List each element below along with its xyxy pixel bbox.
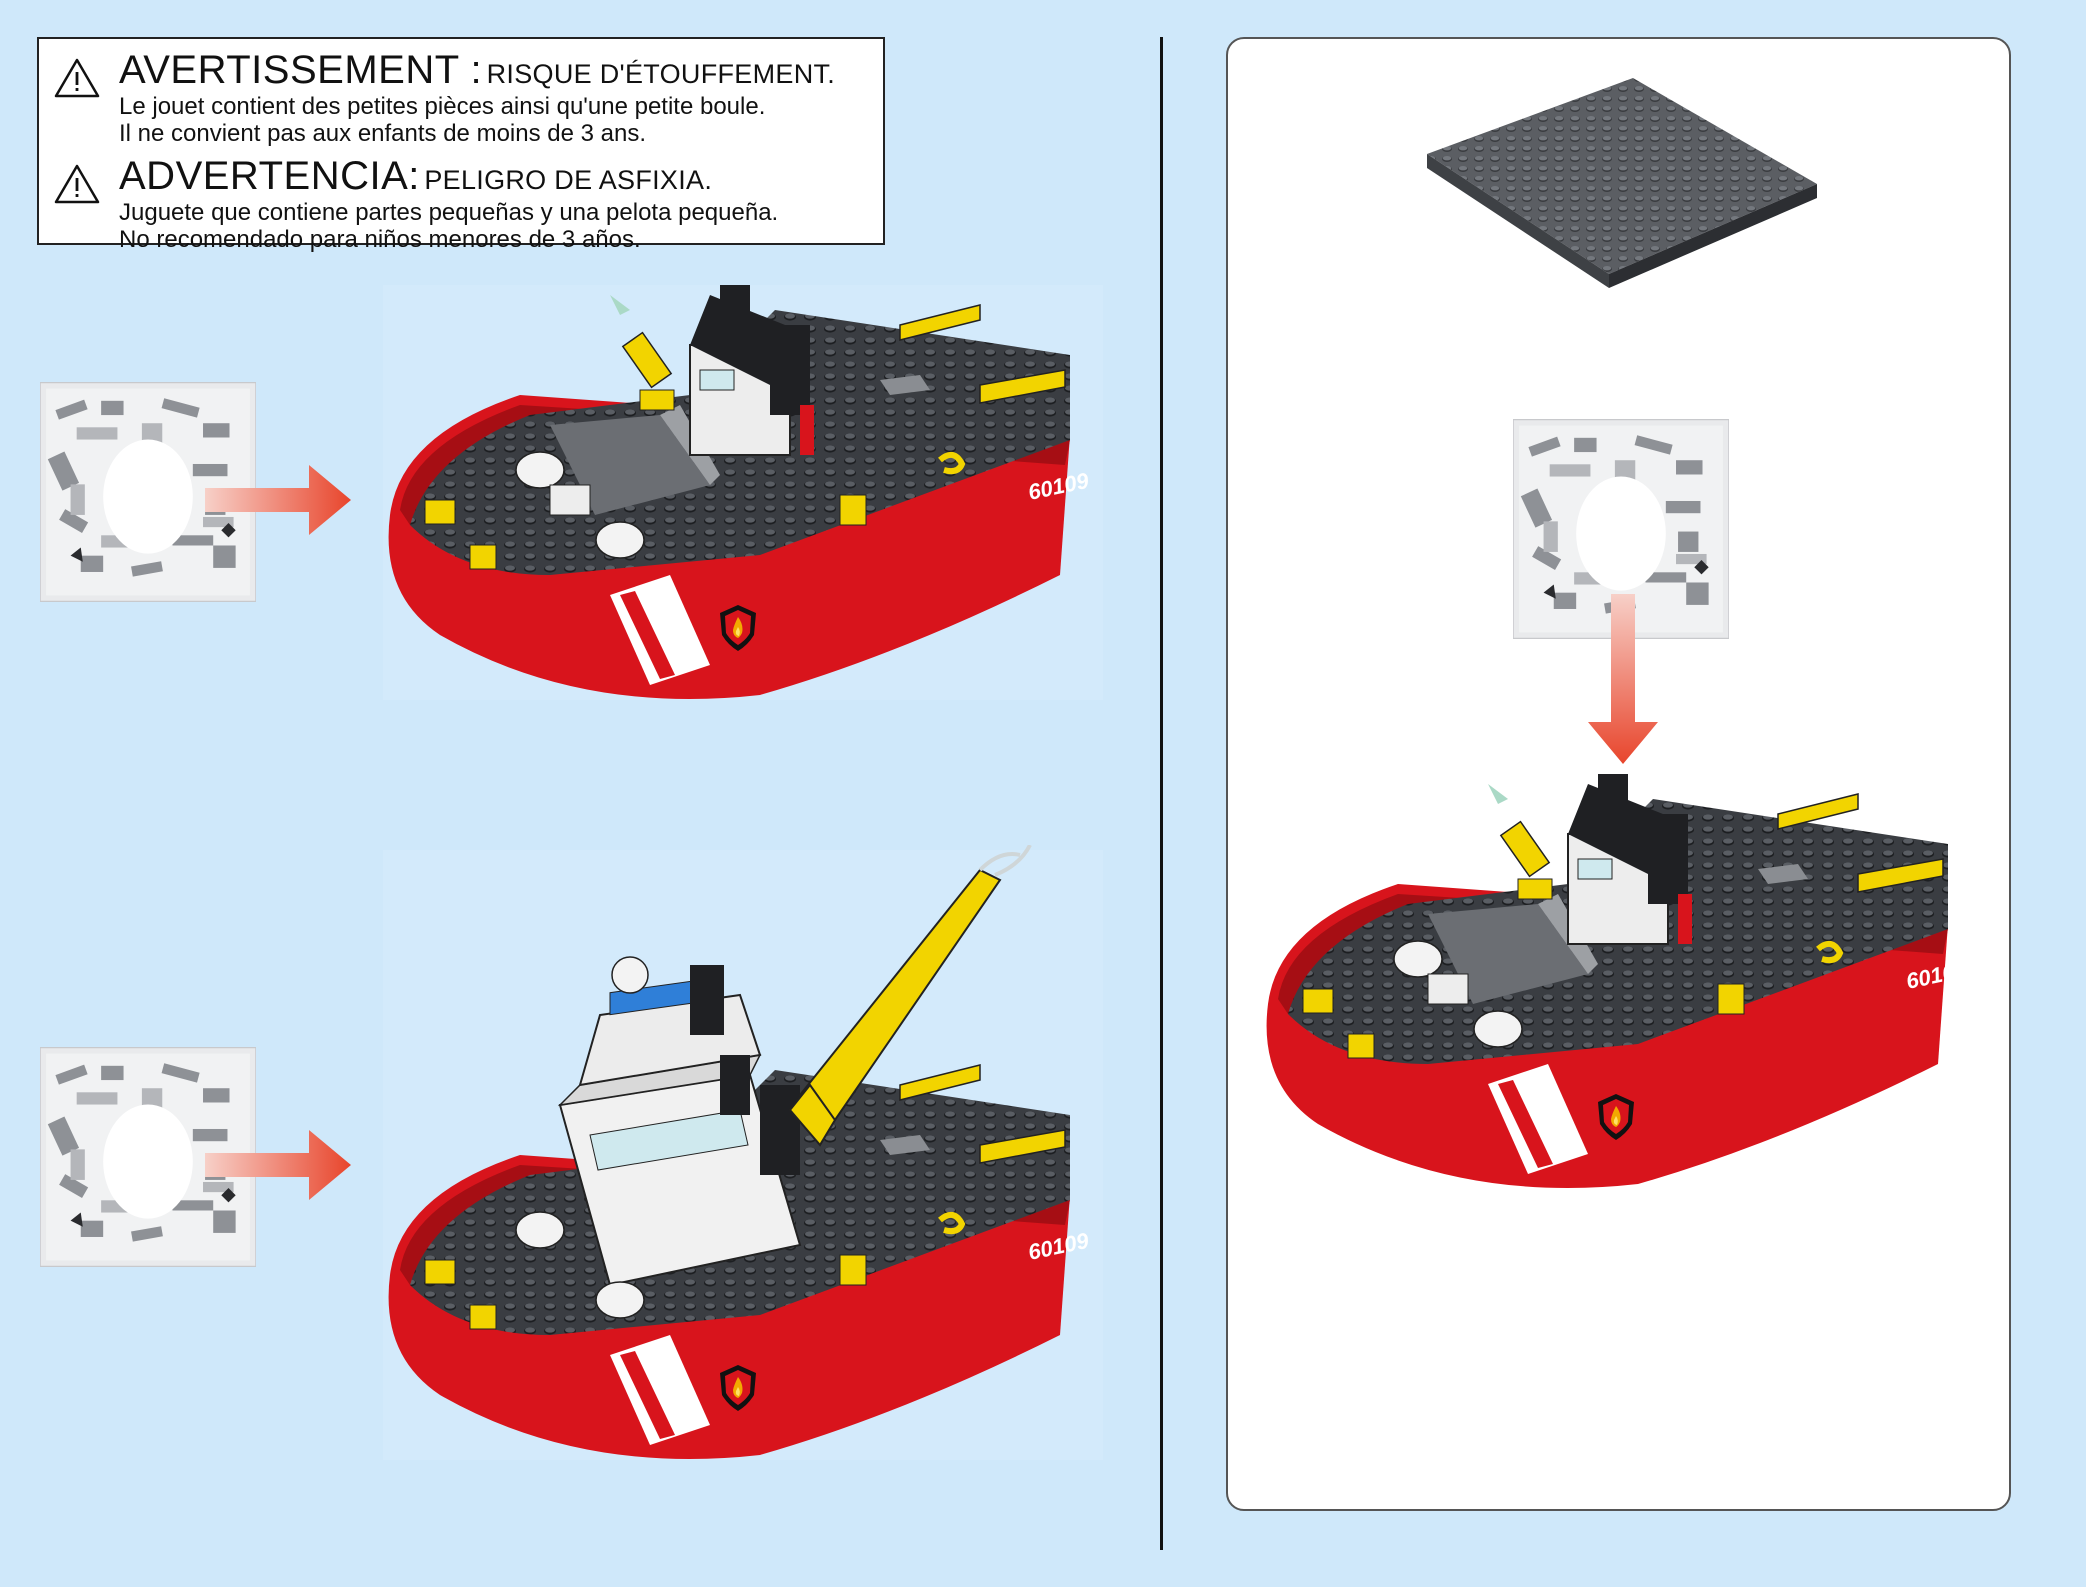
arrow-down-icon <box>1588 594 1658 764</box>
warning-fr: AVERTISSEMENT : RISQUE D'ÉTOUFFEMENT. Le… <box>53 47 869 147</box>
warning-fr-subtitle: RISQUE D'ÉTOUFFEMENT. <box>486 59 836 89</box>
warning-triangle-icon <box>54 164 100 204</box>
warning-es-line2: No recomendado para niños menores de 3 a… <box>119 226 641 253</box>
warning-es: ADVERTENCIA: PELIGRO DE ASFIXIA. Juguete… <box>53 153 869 253</box>
warning-es-title: ADVERTENCIA: <box>119 154 420 198</box>
warning-es-heading: ADVERTENCIA: PELIGRO DE ASFIXIA. <box>119 153 869 199</box>
warning-fr-title: AVERTISSEMENT : <box>119 48 483 92</box>
fire-boat-model-stage1: 60109 <box>388 285 1092 699</box>
step-panel: 60109 <box>1226 37 2011 1511</box>
arrow-right-icon <box>205 465 351 535</box>
warning-triangle-icon <box>54 58 100 98</box>
fire-boat-model-complete: 60109 <box>388 845 1092 1459</box>
warning-fr-line1: Le jouet contient des petites pièces ain… <box>119 93 766 120</box>
warning-es-line1: Juguete que contiene partes pequeñas y u… <box>119 199 779 226</box>
warning-fr-heading: AVERTISSEMENT : RISQUE D'ÉTOUFFEMENT. <box>119 47 869 93</box>
warning-es-subtitle: PELIGRO DE ASFIXIA. <box>424 165 713 195</box>
fire-boat-model-stage1: 60109 <box>1266 774 1970 1188</box>
baseplate-icon <box>1427 78 1817 288</box>
warning-fr-line2: Il ne convient pas aux enfants de moins … <box>119 120 647 147</box>
choking-hazard-warning: AVERTISSEMENT : RISQUE D'ÉTOUFFEMENT. Le… <box>37 37 885 253</box>
arrow-right-icon <box>205 1130 351 1200</box>
column-divider <box>1160 37 1163 1550</box>
